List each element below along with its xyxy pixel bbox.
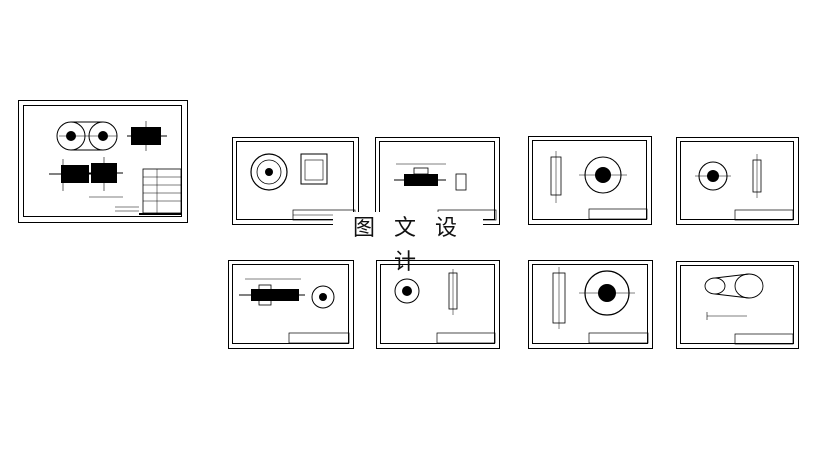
part-drawing-sheet-1[interactable]: [232, 137, 359, 225]
part-drawing-sheet-5[interactable]: [228, 260, 354, 349]
part-drawing-4: [695, 154, 794, 221]
part-drawing-8: [704, 273, 794, 345]
part-drawing-6: [394, 269, 496, 344]
assembly-drawing: [49, 121, 182, 215]
part-drawing-sheet-8[interactable]: [676, 261, 799, 349]
assembly-drawing-sheet[interactable]: [18, 100, 188, 223]
part-drawing-sheet-7[interactable]: [528, 260, 653, 349]
part-drawing-sheet-4[interactable]: [676, 137, 799, 225]
part-drawing-7: [552, 267, 649, 344]
part-drawing-sheet-3[interactable]: [528, 136, 652, 225]
part-drawing-sheet-6[interactable]: [376, 260, 500, 349]
watermark-text: 图 文 设 计: [333, 212, 483, 275]
part-drawing-3: [550, 151, 648, 220]
part-drawing-5: [239, 278, 350, 344]
